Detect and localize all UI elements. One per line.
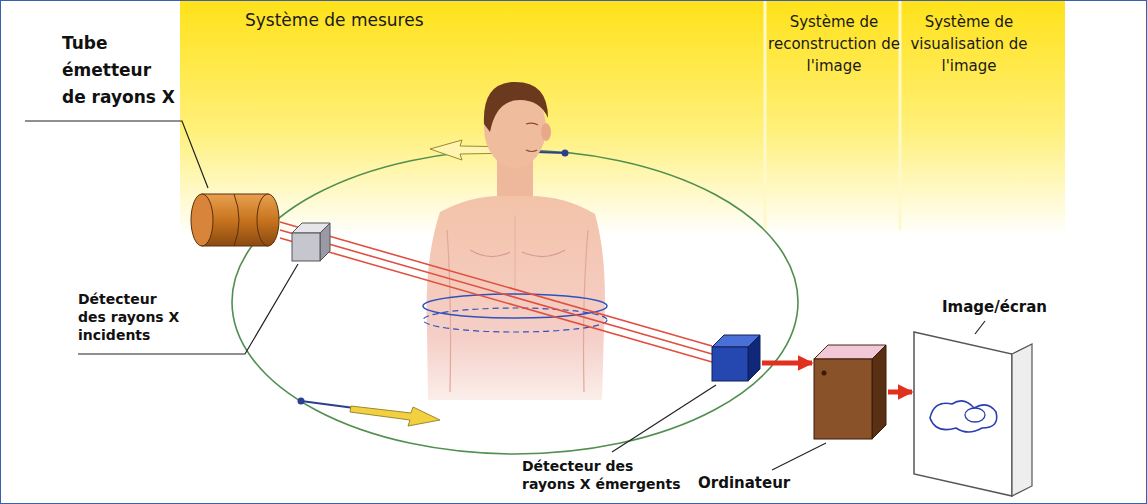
section-heading: Système de mesures — [245, 8, 465, 33]
yellow-band — [180, 1, 1065, 236]
rotation-orbit — [232, 150, 798, 454]
emergent-detector: Détecteur des rayons X émergents — [710, 333, 762, 383]
signal-arrow — [888, 390, 912, 395]
x-ray-tube: Tube émetteur de rayons X — [190, 190, 282, 250]
patient — [423, 82, 607, 400]
part-label: Détecteur des rayons X incidents — [78, 290, 188, 345]
x-ray-beam — [280, 222, 712, 362]
part-label: Image/écran — [942, 298, 1072, 317]
section-heading: Système de reconstruction de l'image — [768, 12, 900, 77]
computer: Ordinateur — [812, 343, 888, 441]
column-divider — [764, 1, 767, 230]
signal-arrow — [762, 361, 812, 366]
part-label: Tube émetteur de rayons X — [62, 30, 180, 112]
incident-detector: Détecteur des rayons X incidents — [290, 221, 332, 263]
rotation-arrow — [298, 398, 441, 427]
section-heading: Système de visualisation de l'image — [902, 12, 1036, 77]
part-label: Détecteur des rayons X émergents — [522, 458, 682, 493]
part-label: Ordinateur — [698, 474, 808, 493]
leader-line — [25, 121, 985, 470]
display-screen: Image/écran — [912, 330, 1034, 498]
